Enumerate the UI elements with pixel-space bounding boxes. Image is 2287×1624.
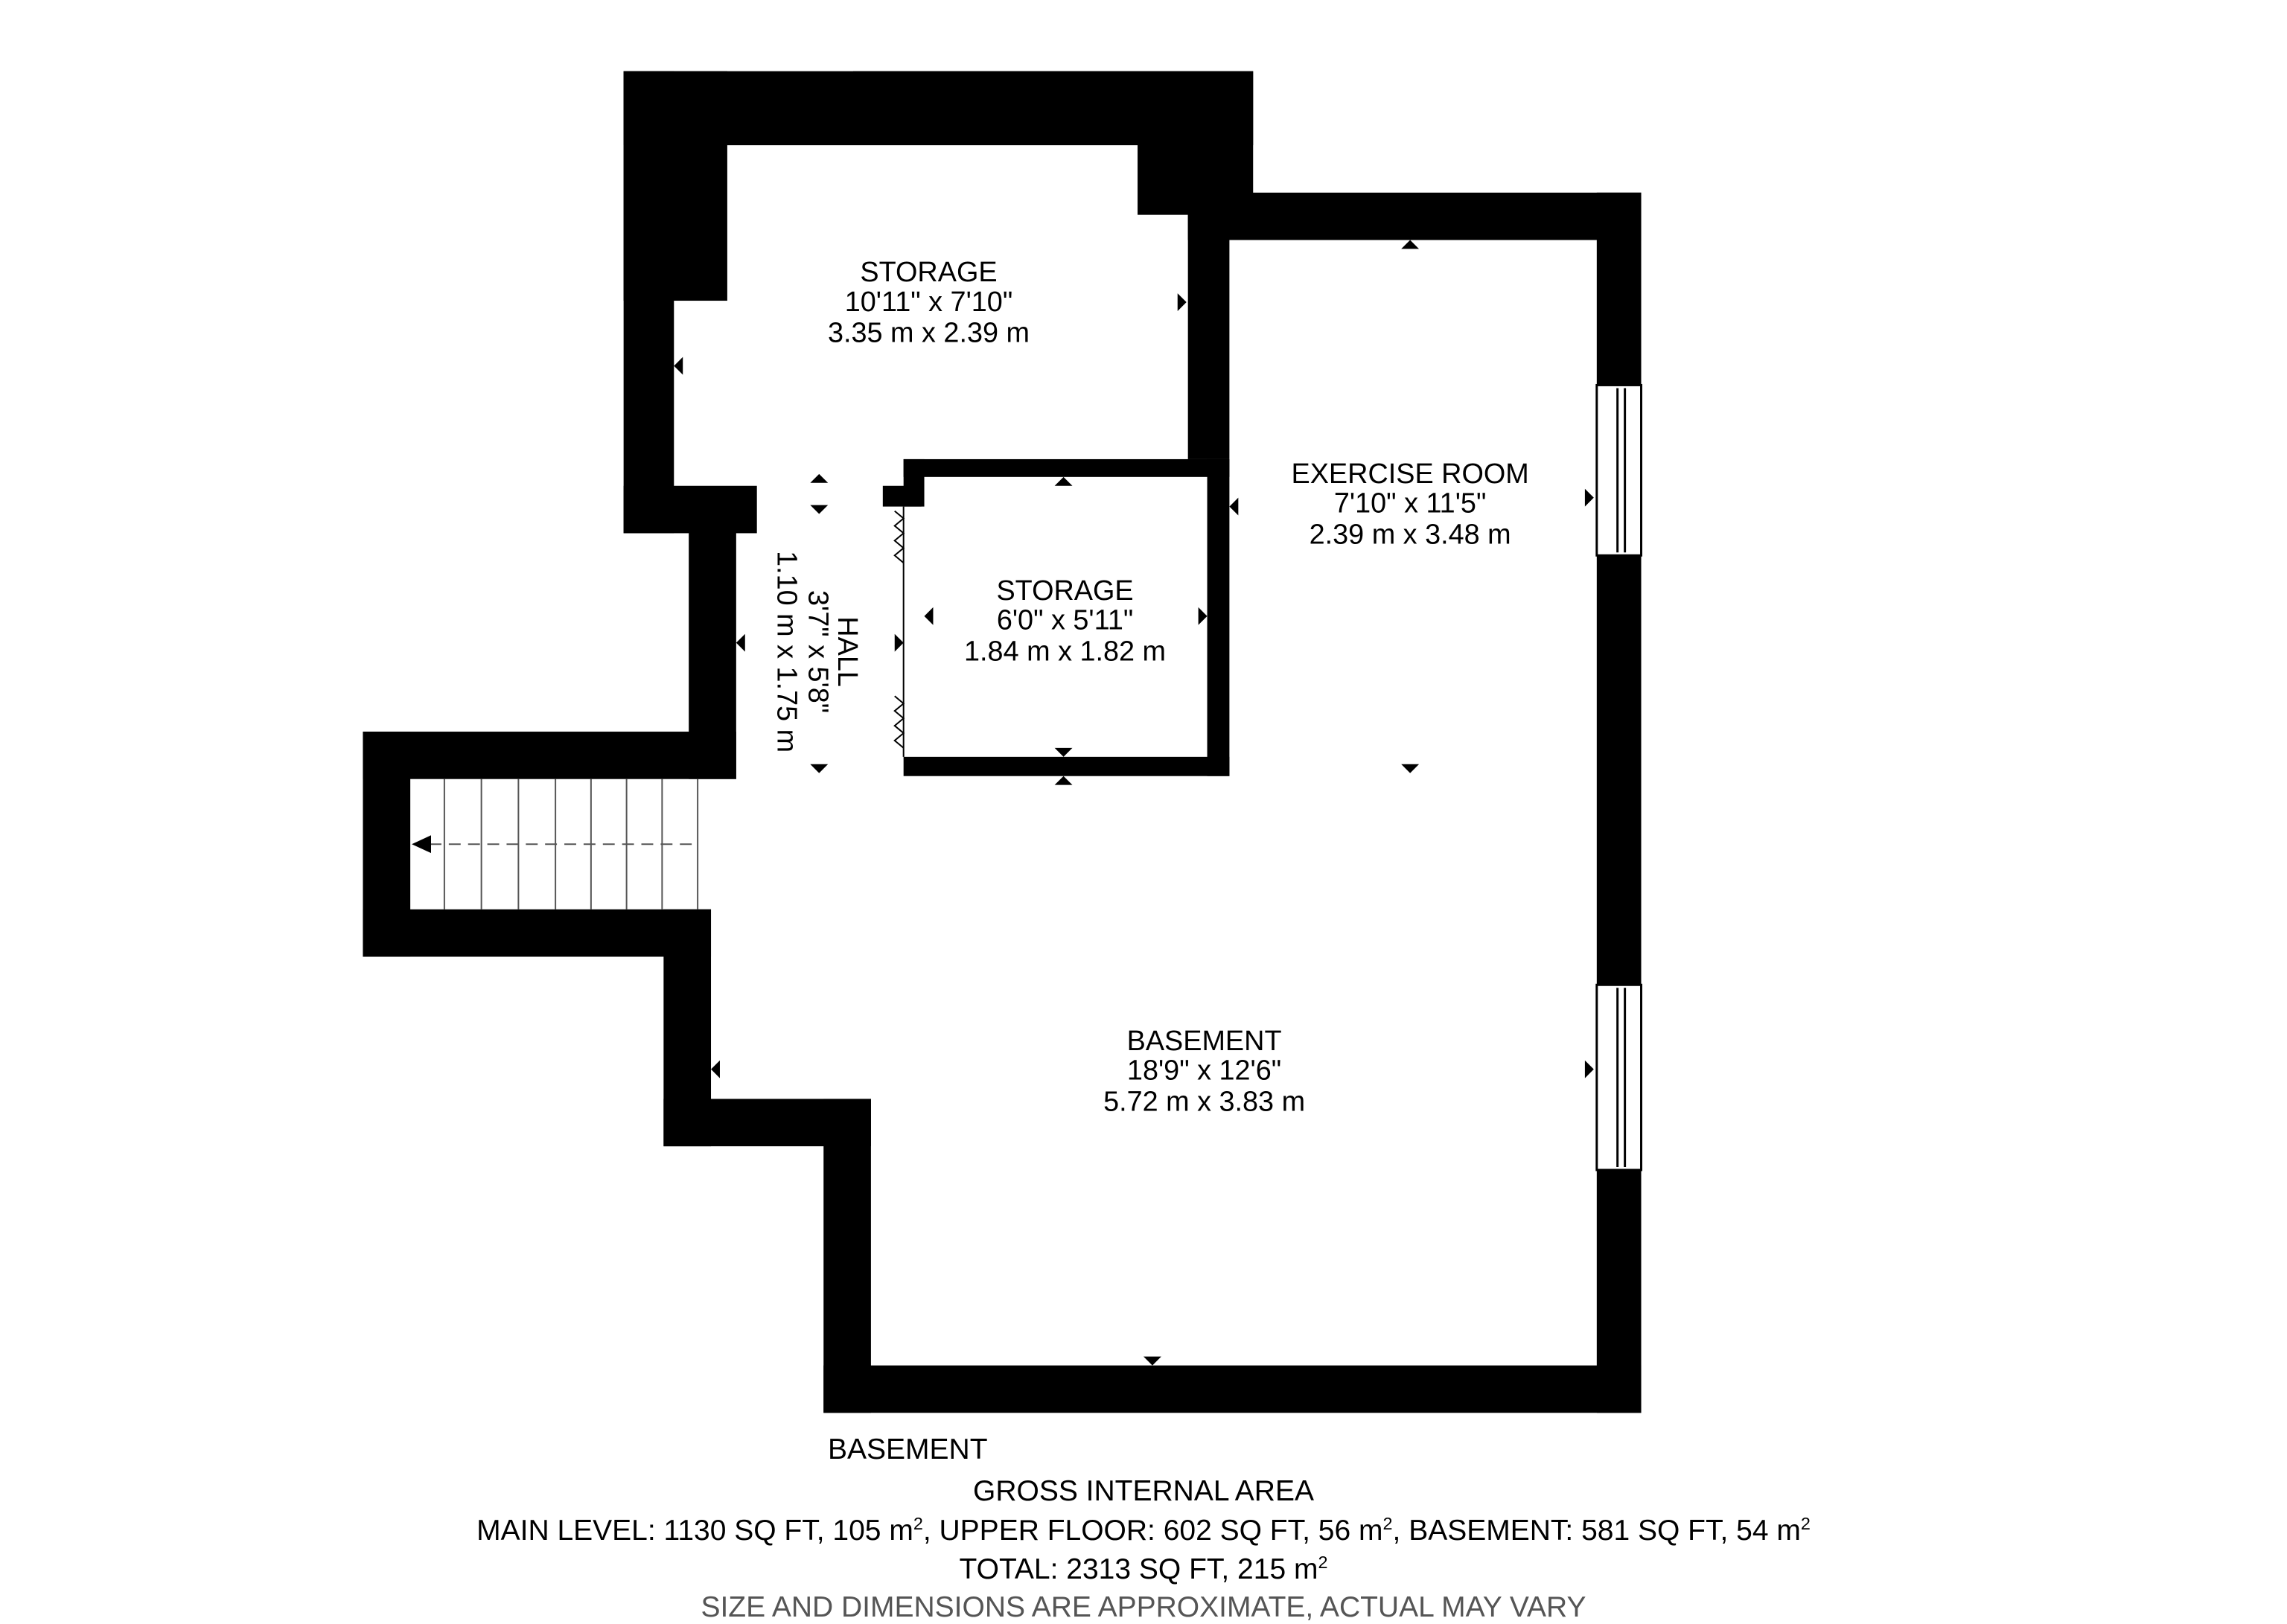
room-name: STORAGE — [860, 257, 997, 288]
disclaimer: SIZE AND DIMENSIONS ARE APPROXIMATE, ACT… — [701, 1591, 1586, 1623]
room-exercise: EXERCISE ROOM 7'10" x 11'5" 2.39 m x 3.4… — [1292, 458, 1529, 551]
room-dims-metric: 5.72 m x 3.83 m — [1103, 1086, 1305, 1117]
walls — [363, 71, 1642, 1413]
dimension-markers — [674, 118, 1594, 1366]
room-dims-imperial: 7'10" x 11'5" — [1334, 488, 1487, 520]
room-name: STORAGE — [996, 575, 1133, 607]
sup: 2 — [1800, 1514, 1811, 1533]
room-dims-metric: 3.35 m x 2.39 m — [828, 318, 1030, 349]
room-hall: HALL 3'7" x 5'8" 1.10 m x 1.75 m — [771, 551, 864, 752]
stairs — [429, 779, 699, 909]
room-dims-metric: 2.39 m x 3.48 m — [1310, 519, 1511, 550]
area-summary: MAIN LEVEL: 1130 SQ FT, 105 m2, UPPER FL… — [0, 1514, 2287, 1547]
room-storage-small: STORAGE 6'0" x 5'11" 1.84 m x 1.82 m — [964, 575, 1166, 668]
room-storage-top: STORAGE 10'11" x 7'10" 3.35 m x 2.39 m — [828, 257, 1030, 349]
total-area: TOTAL: 2313 SQ FT, 215 m2 — [0, 1553, 2287, 1586]
main-level-area: MAIN LEVEL: 1130 SQ FT, 105 m — [476, 1515, 913, 1547]
room-name: EXERCISE ROOM — [1292, 458, 1529, 490]
room-dims-imperial: 18'9" x 12'6" — [1127, 1055, 1281, 1087]
room-dims-imperial: 3'7" x 5'8" — [802, 590, 833, 713]
closet-doors — [893, 506, 905, 757]
sup: 2 — [1382, 1514, 1393, 1533]
sup: 2 — [1318, 1553, 1328, 1572]
room-dims-metric: 1.84 m x 1.82 m — [964, 636, 1166, 668]
floor-name: BASEMENT — [828, 1433, 988, 1465]
room-dims-imperial: 6'0" x 5'11" — [997, 605, 1133, 636]
sup: 2 — [913, 1514, 923, 1533]
room-dims-metric: 1.10 m x 1.75 m — [771, 551, 803, 752]
room-name: HALL — [832, 616, 863, 687]
total-label: TOTAL: 2313 SQ FT, 215 m — [959, 1553, 1318, 1585]
room-basement: BASEMENT 18'9" x 12'6" 5.72 m x 3.83 m — [1103, 1026, 1305, 1118]
gia-title: GROSS INTERNAL AREA — [972, 1475, 1314, 1507]
windows — [1595, 383, 1643, 1171]
stairs-arrow-icon — [412, 835, 431, 854]
basement-area: , BASEMENT: 581 SQ FT, 54 m — [1392, 1515, 1801, 1547]
room-dims-imperial: 10'11" x 7'10" — [845, 287, 1013, 318]
room-name: BASEMENT — [1127, 1026, 1282, 1057]
upper-floor-area: , UPPER FLOOR: 602 SQ FT, 56 m — [922, 1515, 1383, 1547]
